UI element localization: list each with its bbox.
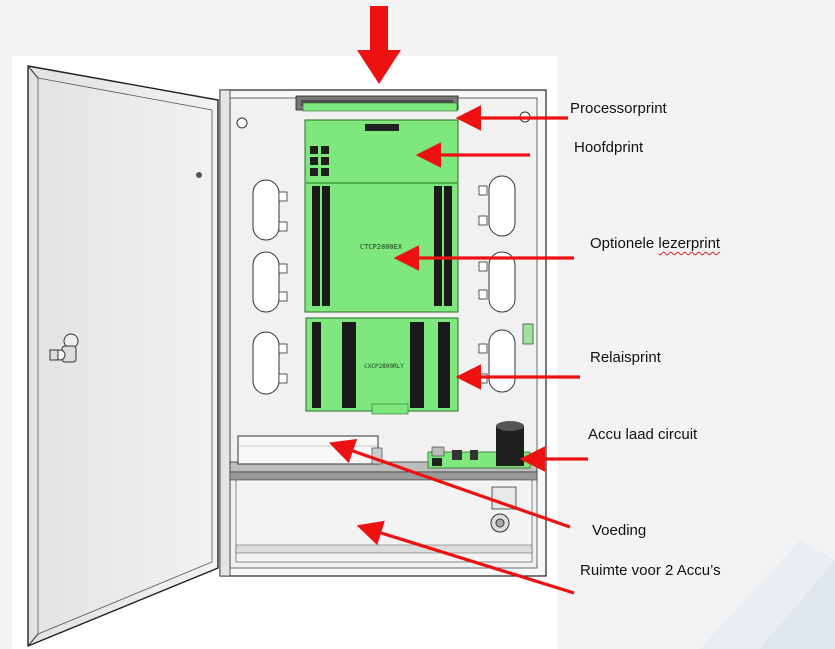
processor-board (302, 102, 458, 112)
decor-triangle-light (760, 560, 835, 649)
arrow-power (328, 438, 571, 529)
label-processor: Processorprint (570, 100, 667, 117)
annotation-arrows (328, 105, 588, 595)
label-reader-prefix: Optionele (590, 235, 659, 252)
label-main-board: Hoofdprint (574, 139, 644, 156)
label-reader-board: Optionele lezerprint (590, 235, 720, 252)
label-power-supply: Voeding (592, 522, 647, 539)
main-board: CTCP2800EX (304, 119, 459, 313)
label-reader-word: lezerprint (658, 235, 721, 252)
power-supply-unit (237, 435, 383, 465)
top-down-arrow (357, 6, 401, 84)
battery-charge-board (427, 421, 531, 469)
cabinet-door (27, 65, 219, 648)
main-board-text: CTCP2800EX (360, 243, 403, 251)
label-battery-space: Ruimte voor 2 Accu’s (580, 562, 721, 579)
label-relay-board: Relaisprint (590, 349, 661, 366)
relay-board-text: CXCP2800RLY (364, 363, 404, 370)
label-battery-charge: Accu laad circuit (588, 426, 698, 443)
arrow-battery-space (356, 520, 575, 595)
door-lock-icon[interactable] (49, 333, 79, 363)
relay-board: CXCP2800RLY (305, 317, 459, 415)
